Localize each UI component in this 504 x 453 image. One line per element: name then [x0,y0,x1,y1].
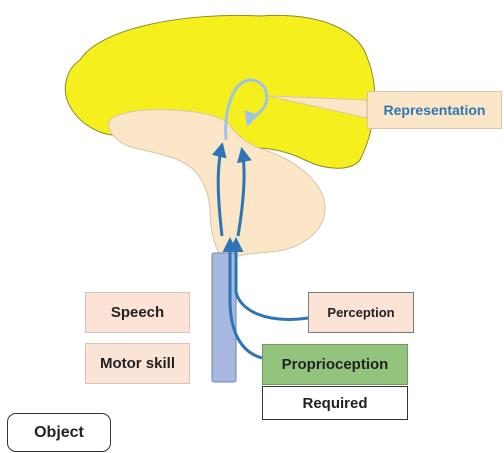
proprioception-label: Proprioception [262,344,408,385]
pathway-perception [228,237,309,321]
perception-label: Perception [308,292,414,333]
pathway-left-upper [211,142,227,237]
pathway-right-upper [236,147,252,237]
speech-label: Speech [85,292,190,333]
object-label: Object [7,413,111,452]
motor-skill-label: Motor skill [85,343,190,384]
representation-label: Representation [367,91,502,129]
pathway-loop [224,78,269,141]
pathway-proprioception [222,237,263,360]
required-label: Required [262,386,408,420]
